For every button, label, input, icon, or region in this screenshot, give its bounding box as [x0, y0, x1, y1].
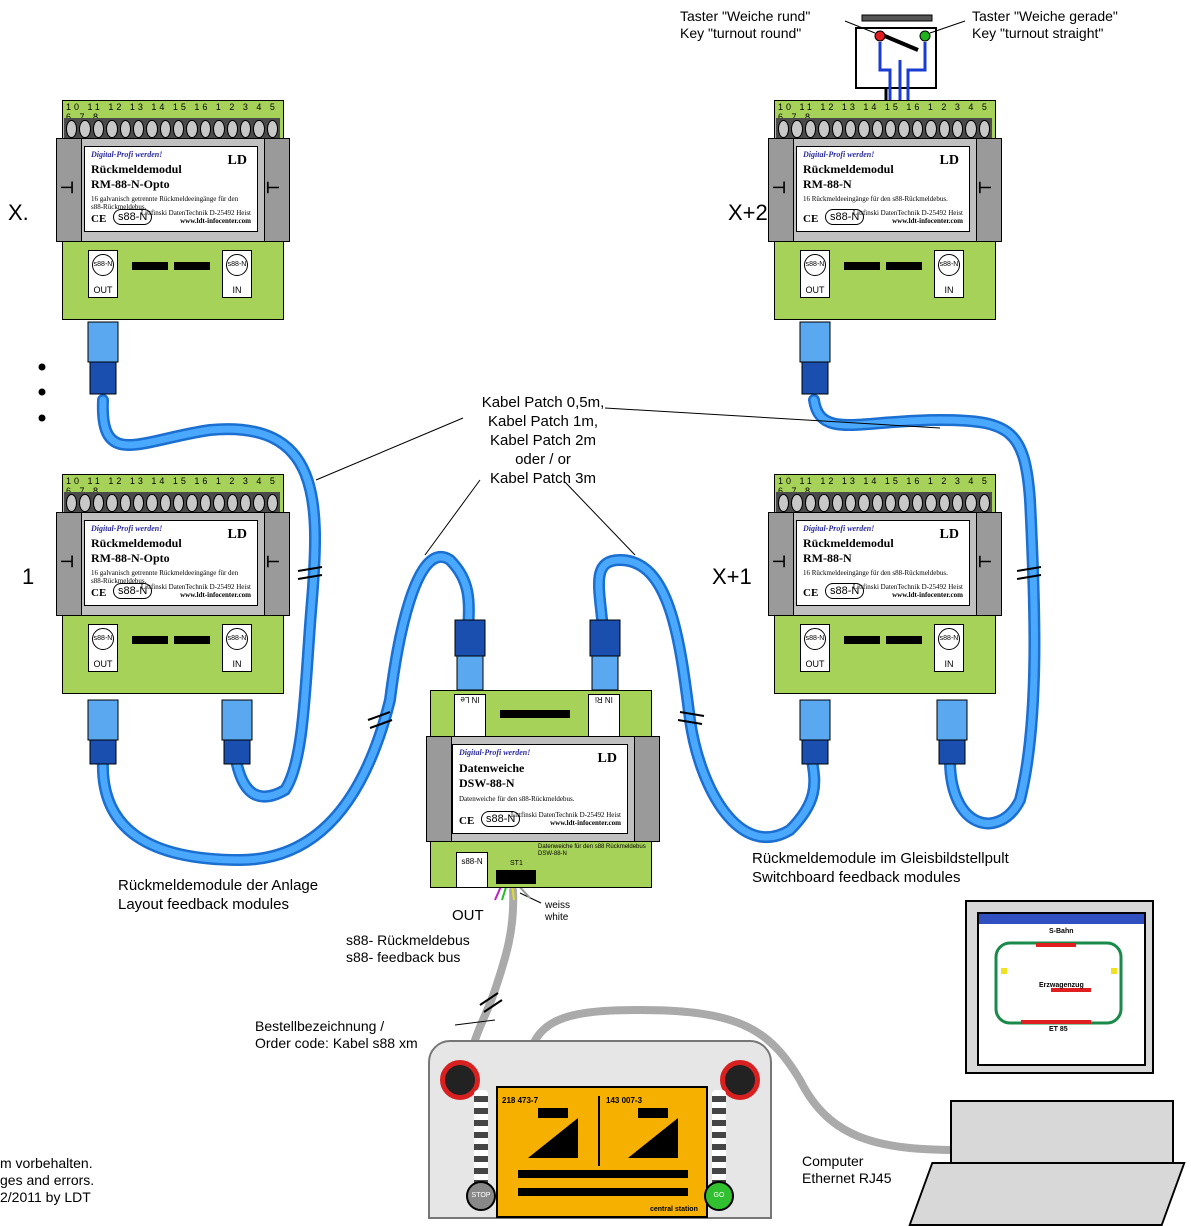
central-station: 218 473-7 143 007-3 STOP GO central stat… — [428, 1040, 772, 1219]
ldt-logo: LD — [227, 153, 247, 168]
keyboard — [908, 1162, 1186, 1226]
module-label: Digital-Profi werden! LD Rückmeldemodul … — [796, 146, 970, 232]
module-index-x2: X+2 — [728, 200, 768, 225]
left-buttons[interactable] — [474, 1090, 488, 1194]
ldt-logo: LD — [597, 751, 617, 766]
terminal-block — [776, 492, 992, 514]
ground-symbol: ⊢ — [978, 180, 992, 197]
feedback-module-x: 10 11 12 13 14 15 16 1 2 3 4 5 6 7 8 ⊣ ⊢… — [56, 100, 290, 320]
cs-brand: central station — [650, 1206, 698, 1213]
module-model: RM-88-N-Opto — [91, 177, 170, 191]
terminal-block — [64, 492, 280, 514]
right-knob[interactable] — [720, 1060, 760, 1100]
cable-options-label: Kabel Patch 0,5m, Kabel Patch 1m, Kabel … — [481, 394, 605, 487]
ground-symbol: ⊣ — [772, 554, 786, 571]
ground-symbol: ⊣ — [772, 180, 786, 197]
stop-button[interactable]: STOP — [466, 1181, 496, 1211]
feedback-module-x1: 10 11 12 13 14 15 16 1 2 3 4 5 6 7 8 ⊣ ⊢… — [768, 474, 1002, 694]
speed-gauges — [518, 1108, 688, 1196]
module-label: Digital-Profi werden! LD Rückmeldemodul … — [84, 520, 258, 606]
ce-mark: CE — [91, 213, 107, 225]
monitor-screen: S-Bahn Erzwagenzug ET 85 — [977, 912, 1146, 1066]
module-index-x1: X+1 — [712, 564, 752, 589]
terminal-numbers: 10 11 12 13 14 15 16 1 2 3 4 5 6 7 8 — [66, 102, 278, 122]
monitor-loco: ET 85 — [1049, 1026, 1068, 1033]
order-code-label: Bestellbezeichnung /Order code: Kabel s8… — [255, 1018, 418, 1051]
taster-straight-label: Taster "Weiche gerade"Key "turnout strai… — [972, 8, 1118, 41]
right-buttons[interactable] — [712, 1090, 726, 1194]
dsw-out-label: OUT — [452, 907, 484, 924]
dsw-out-port[interactable]: s88-N — [456, 852, 488, 888]
dsw-description: Datenweiche für den s88-Rückmeldebus. — [459, 795, 575, 803]
st1-header — [496, 870, 536, 884]
ground-symbol: ⊣ — [60, 180, 74, 197]
module-title: Rückmeldemodul — [91, 162, 182, 176]
ground-symbol: ⊢ — [266, 180, 280, 197]
in-right-port[interactable]: IN Ri — [588, 694, 620, 740]
ground-symbol: ⊢ — [266, 554, 280, 571]
dsw-label: Digital-Profi werden! LD Datenweiche DSW… — [452, 744, 628, 834]
data-switch-dsw: IN Le IN Ri Digital-Profi werden! LD Dat… — [420, 690, 660, 890]
go-button[interactable]: GO — [704, 1181, 734, 1211]
left-knob[interactable] — [440, 1060, 480, 1100]
in-left-port[interactable]: IN Le — [454, 694, 486, 740]
cs-display: 218 473-7 143 007-3 — [496, 1086, 708, 1218]
feedback-module-x2: 10 11 12 13 14 15 16 1 2 3 4 5 6 7 8 ⊣ ⊢… — [768, 100, 1002, 320]
feedback-module-1: 10 11 12 13 14 15 16 1 2 3 4 5 6 7 8 ⊣ ⊢… — [56, 474, 290, 694]
ldt-logo: LD — [227, 527, 247, 542]
loco-2-label: 143 007-3 — [606, 1096, 643, 1105]
ground-symbol: ⊢ — [978, 554, 992, 571]
dsw-model: DSW-88-N — [459, 776, 515, 790]
track-layout — [994, 941, 1123, 1025]
computer: S-Bahn Erzwagenzug ET 85 — [908, 900, 1186, 1226]
ldt-logo: LD — [939, 527, 959, 542]
monitor: S-Bahn Erzwagenzug ET 85 — [965, 900, 1154, 1074]
terminal-block — [776, 118, 992, 140]
monitor-train: Erzwagenzug — [1039, 982, 1084, 989]
module-label: Digital-Profi werden! LD Rückmeldemodul … — [796, 520, 970, 606]
module-description: 16 galvanisch getrennte Rückmeldeeingäng… — [91, 195, 239, 211]
copyright-label: m vorbehalten.ges and errors.2/2011 by L… — [0, 1155, 95, 1205]
slogan: Digital-Profi werden! — [91, 150, 163, 159]
ethernet-cable — [523, 1005, 964, 1154]
module-index-x: X. — [8, 200, 29, 225]
terminal-block — [64, 118, 280, 140]
loco-1-label: 218 473-7 — [502, 1096, 539, 1105]
taster-round-label: Taster "Weiche rund"Key "turnout round" — [680, 8, 811, 41]
module-index-1: 1 — [22, 564, 35, 589]
monitor-title: S-Bahn — [1049, 928, 1074, 935]
pc-base — [950, 1100, 1174, 1164]
module-label: Digital-Profi werden! LD Rückmeldemodul … — [84, 146, 258, 232]
dsw-title: Datenweiche — [459, 761, 525, 775]
ground-symbol: ⊣ — [60, 554, 74, 571]
s88-logo: s88-N — [113, 209, 153, 225]
ldt-logo: LD — [939, 153, 959, 168]
